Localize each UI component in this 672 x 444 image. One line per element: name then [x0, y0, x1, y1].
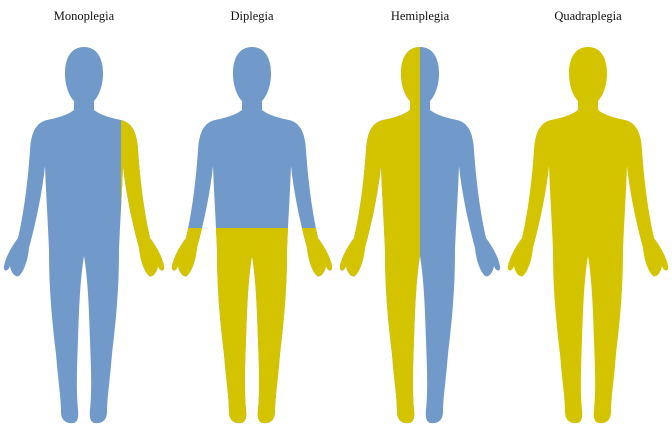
body-silhouette-quadraplegia: [504, 0, 672, 444]
label-hemiplegia: Hemiplegia: [336, 9, 504, 24]
figure-hemiplegia: Hemiplegia: [336, 0, 504, 444]
label-diplegia: Diplegia: [168, 9, 336, 24]
body-silhouette-hemiplegia: [336, 0, 504, 444]
body-silhouette-diplegia: [168, 0, 336, 444]
body-silhouette-monoplegia: [0, 0, 168, 444]
figure-monoplegia: Monoplegia: [0, 0, 168, 444]
figure-diplegia: Diplegia: [168, 0, 336, 444]
figure-quadraplegia: Quadraplegia: [504, 0, 672, 444]
affected-region-whole-body: [508, 47, 668, 423]
label-quadraplegia: Quadraplegia: [504, 9, 672, 24]
label-monoplegia: Monoplegia: [0, 9, 168, 24]
